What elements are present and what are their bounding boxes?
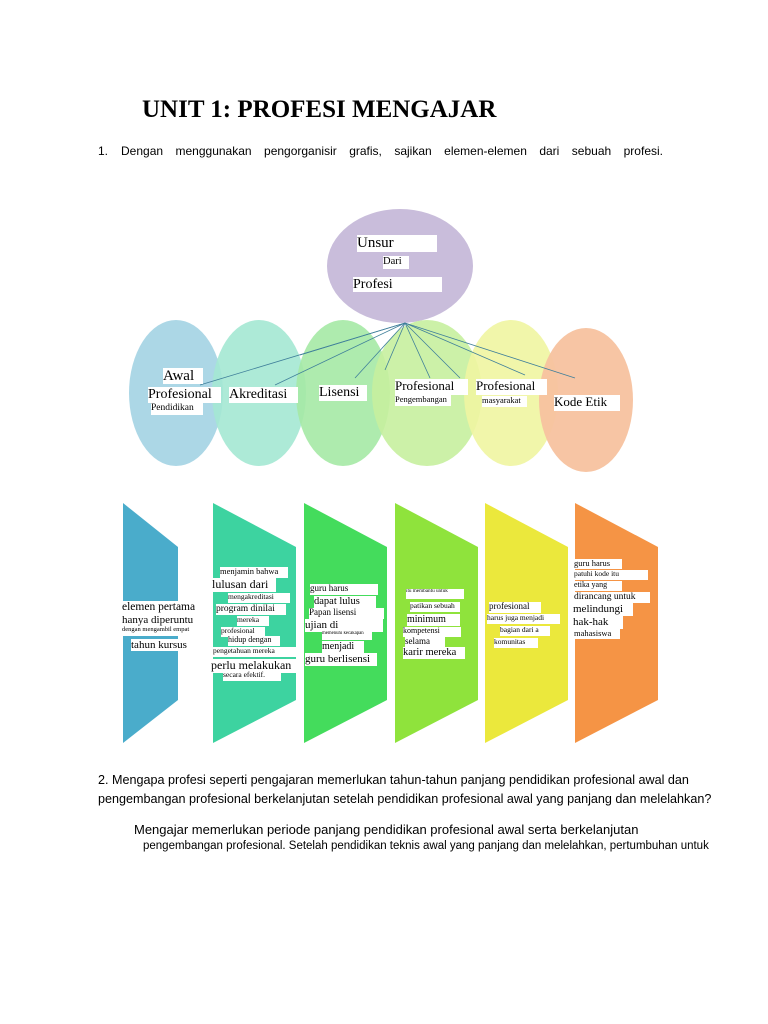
connector-lines — [199, 322, 576, 386]
panel-5-line-4: komunitas — [494, 638, 538, 648]
center-label-unsur: Unsur — [357, 235, 437, 252]
panel-2-line-1: menjamin bahwa — [220, 567, 288, 578]
panel-3-line-5: memenuhi kecakapan — [322, 631, 372, 640]
center-label-profesi: Profesi — [353, 277, 442, 292]
panel-4-line-3: minimum — [407, 614, 460, 626]
panel-1-line-2: hanya diperuntu — [122, 614, 202, 626]
panel-2-line-9: perlu melakukan — [211, 659, 301, 673]
panel-3-line-4: ujian di — [305, 619, 383, 632]
element-label-lisensi: Lisensi — [319, 385, 367, 401]
panel-4-line-5: selama — [405, 637, 445, 648]
panel-5-line-1: profesional — [489, 602, 541, 613]
element-label-awal-profesional: Profesional — [148, 387, 221, 403]
panel-4-line-1: itu membantu untuk — [406, 589, 464, 599]
panel-2-line-4: program dinilai — [216, 604, 286, 615]
element-label-pengembangan: Pengembangan — [395, 395, 451, 406]
page-title: UNIT 1: PROFESI MENGAJAR — [142, 96, 497, 123]
panel-1-line-3: dengan mengambil empat — [122, 626, 200, 636]
panel-6-line-2: patuhi kode itu — [574, 570, 648, 580]
panel-3-line-7: guru berlisensi — [305, 653, 377, 666]
question-2-line-2: pengembangan profesional berkelanjutan s… — [98, 792, 712, 806]
element-label-awal-pendidikan: Pendidikan — [151, 403, 203, 415]
panel-2-line-7: hidup dengan — [228, 636, 280, 646]
element-label-awal: Awal — [163, 368, 203, 384]
panel-2-line-2: lulusan dari — [212, 578, 276, 592]
question-1-number: 1. — [98, 144, 109, 158]
panel-6-line-6: hak-hak — [573, 616, 623, 629]
panel-3-line-3: Papan lisensi — [309, 608, 384, 619]
panel-2-line-8: pengetahuan mereka — [213, 647, 304, 657]
panel-6-line-5: melindungi — [573, 603, 633, 616]
element-label-profesional-masyarakat: Profesional — [476, 379, 547, 395]
panel-6-line-7: mahasiswa — [574, 629, 620, 639]
answer-line-2: pengembangan profesional. Setelah pendid… — [143, 840, 709, 852]
panel-4-line-6: karir mereka — [403, 647, 465, 659]
element-label-akreditasi: Akreditasi — [229, 387, 298, 403]
panel-3-line-6: menjadi — [322, 641, 364, 653]
center-label-dari: Dari — [383, 256, 409, 269]
question-1-text: Dengan menggunakan pengorganisir grafis,… — [121, 144, 663, 158]
element-label-masyarakat: masyarakat — [482, 396, 527, 407]
panel-2-line-6: profesional — [221, 627, 265, 637]
panel-2-line-5: mereka — [237, 616, 269, 626]
panel-2-line-10: secara efektif. — [223, 671, 281, 681]
panel-6-line-3: etika yang — [574, 581, 622, 591]
panel-3-line-2: dapat lulus — [314, 596, 376, 608]
panel-5-line-3: bagian dari a — [500, 626, 550, 636]
element-label-profesional-pengembangan: Profesional — [395, 379, 468, 395]
panel-1-line-1: elemen pertama — [122, 601, 205, 614]
panel-1-line-4: tahun kursus — [131, 639, 195, 651]
panel-2-line-3: mengakreditasi — [228, 593, 290, 603]
panel-4-line-4: kompetensi — [403, 627, 461, 637]
panel-5-line-2: harus juga menjadi — [487, 614, 560, 624]
panel-6-line-1: guru harus — [574, 559, 622, 569]
panel-3-line-1: guru harus — [310, 584, 378, 595]
answer-line-1: Mengajar memerlukan periode panjang pend… — [134, 822, 639, 837]
panel-6-line-4: dirancang untuk — [574, 592, 650, 603]
question-2-line-1: 2. Mengapa profesi seperti pengajaran me… — [98, 773, 689, 787]
panel-4-line-2: patikan sebuah — [410, 602, 460, 612]
element-label-kode-etik: Kode Etik — [554, 395, 620, 411]
